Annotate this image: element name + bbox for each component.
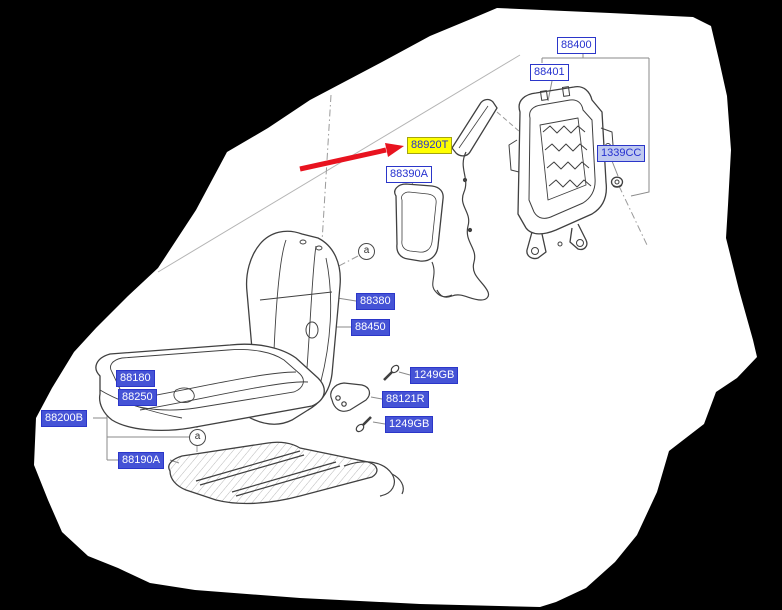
part-label-88401[interactable]: 88401: [530, 64, 569, 81]
part-label-1339CC[interactable]: 1339CC: [597, 145, 646, 162]
seat-cushion-drawing: [95, 343, 325, 432]
airbag-dash-leader: [496, 111, 521, 133]
part-label-88190A[interactable]: 88190A: [118, 452, 164, 469]
part-label-88180[interactable]: 88180: [116, 370, 155, 387]
part-label-88450[interactable]: 88450: [351, 319, 390, 336]
part-label-88200B[interactable]: 88200B: [41, 410, 87, 427]
highlight-arrow: [299, 143, 404, 172]
seat-pan-drawing: [168, 441, 404, 505]
callout-a-upper: a: [358, 243, 375, 260]
callout-a-lower: a: [189, 429, 206, 446]
seatback-pad-drawing: [394, 183, 453, 298]
seatback-frame-drawing: [508, 86, 615, 260]
part-label-88920T[interactable]: 88920T: [407, 137, 453, 154]
part-label-88390A[interactable]: 88390A: [386, 166, 432, 183]
part-label-88400[interactable]: 88400: [557, 37, 596, 54]
screw-bottom-drawing: [355, 416, 372, 433]
part-label-1249GB-top[interactable]: 1249GB: [410, 367, 459, 384]
lever-drawing: [330, 382, 371, 412]
part-label-88121R[interactable]: 88121R: [382, 391, 429, 408]
part-label-88380[interactable]: 88380: [356, 293, 395, 310]
screw-top-drawing: [383, 364, 400, 381]
part-label-88250[interactable]: 88250: [118, 389, 157, 406]
part-label-1249GB-bottom[interactable]: 1249GB: [385, 416, 434, 433]
airbag-module-drawing: [451, 98, 498, 157]
sheet-edge-line: [157, 54, 521, 273]
nut-drawing: [610, 176, 624, 188]
wiring-harness-drawing: [436, 151, 490, 301]
